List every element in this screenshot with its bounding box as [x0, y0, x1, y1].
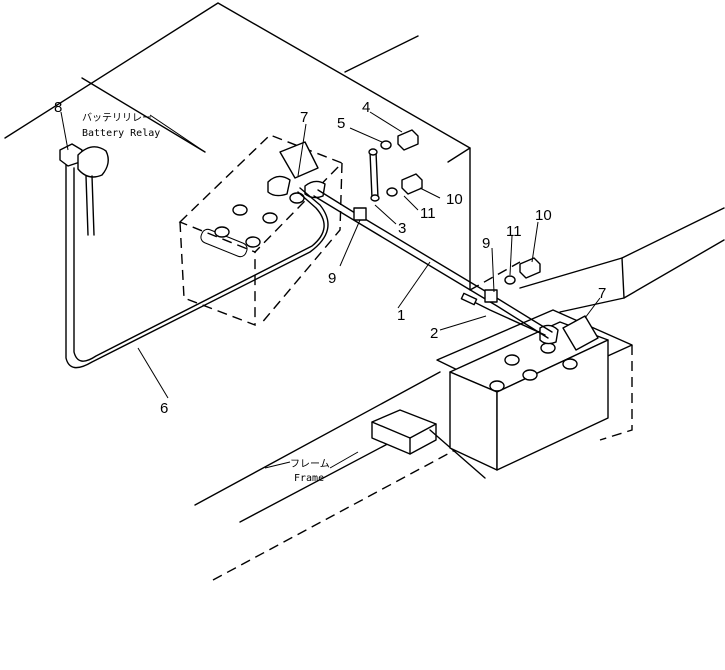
washer-5: [380, 140, 392, 150]
callout-11-right: 11: [506, 223, 522, 240]
right-frame-member: [519, 207, 725, 313]
callout-6: 6: [160, 400, 168, 417]
callout-7-right: 7: [598, 285, 606, 302]
battery-relay: [59, 143, 109, 236]
bolts-and-washers: [353, 129, 541, 303]
bolt-10-left: [401, 173, 423, 195]
callout-7-left: 7: [300, 109, 308, 126]
frame-label-jp: フレーム: [290, 458, 330, 470]
cable-3: [368, 148, 380, 202]
callout-1: 1: [397, 307, 405, 324]
machine-body-outline: [4, 2, 521, 291]
left-battery: [178, 134, 344, 327]
callout-8: 8: [54, 99, 62, 116]
callout-4: 4: [362, 99, 370, 116]
cable-6: [65, 161, 329, 369]
callout-3: 3: [398, 220, 406, 237]
clamp-9-right: [484, 289, 498, 303]
washer-11-right: [504, 275, 516, 285]
callout-10-left: 10: [446, 191, 463, 208]
callout-2: 2: [430, 325, 438, 342]
bolt-10-right: [519, 257, 541, 279]
clamp-9-left: [353, 207, 367, 221]
callout-10-right: 10: [535, 207, 552, 224]
battery-relay-label-en: Battery Relay: [82, 128, 160, 139]
right-battery: [436, 309, 633, 471]
callout-11-left: 11: [420, 205, 436, 222]
frame: [194, 371, 486, 581]
cable-1: [313, 189, 553, 339]
leader-lines: [60, 111, 601, 469]
callout-5: 5: [337, 115, 345, 132]
bolt-4: [397, 129, 419, 151]
callout-9-right: 9: [482, 235, 490, 252]
washer-11-left: [386, 187, 398, 197]
text-labels: バッテリリレー Battery Relay フレーム Frame: [82, 112, 330, 484]
battery-relay-label-jp: バッテリリレー: [82, 112, 152, 124]
callout-numbers: 8 7 4 5 10 11 3 9 1 2 9 11 10 7 6: [54, 99, 606, 417]
left-battery-terminals: [214, 192, 305, 248]
cable-2: [460, 292, 546, 336]
callout-9-left: 9: [328, 270, 336, 287]
frame-label-en: Frame: [294, 473, 324, 484]
